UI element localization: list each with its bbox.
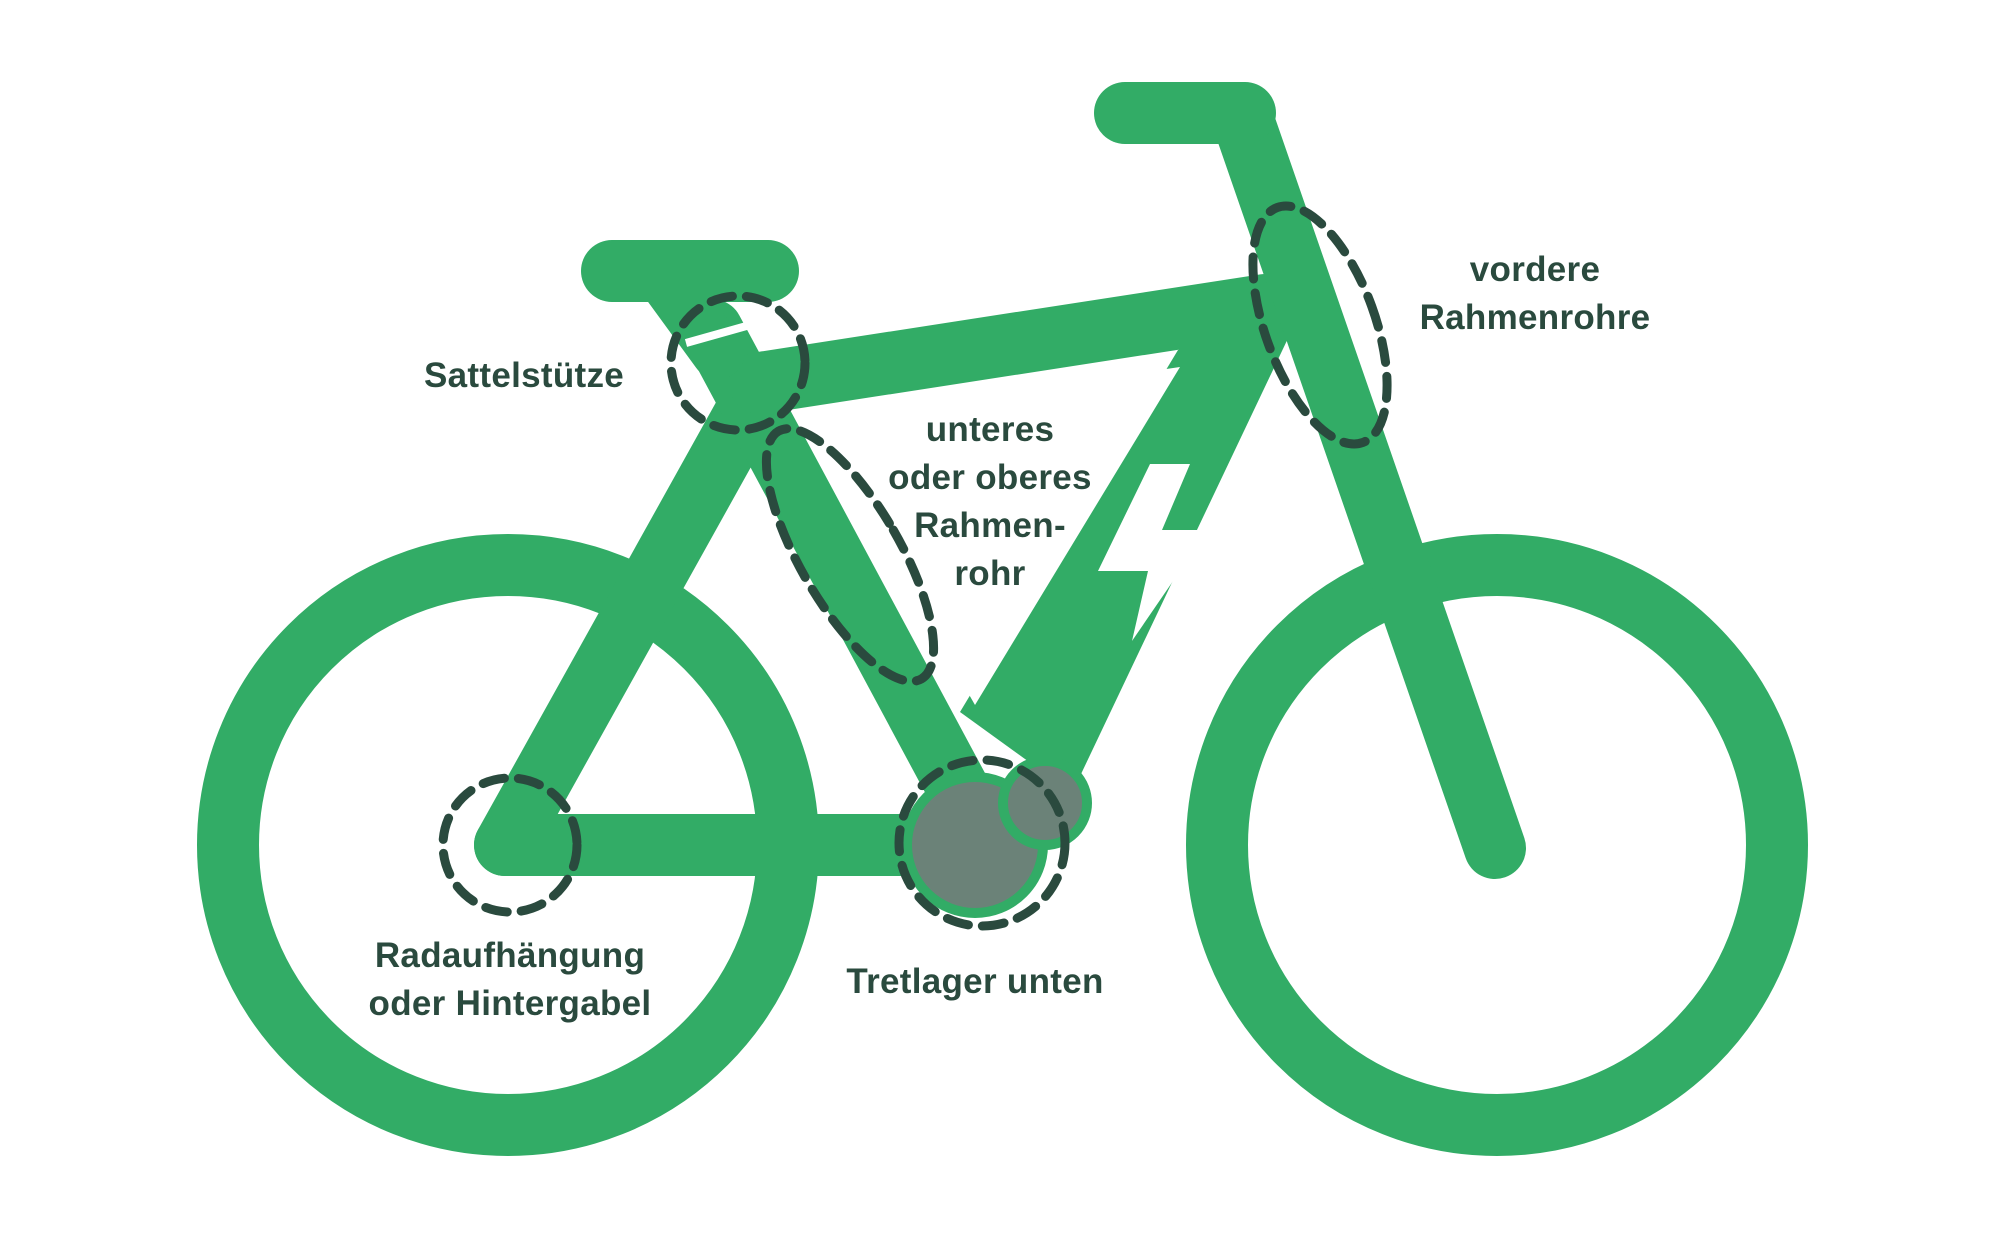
front-tubes-label: vordere Rahmenrohre	[1419, 250, 1651, 337]
front-wheel	[1186, 534, 1808, 1156]
frame-inner-gap	[812, 367, 1180, 705]
seatpost-marker	[666, 291, 810, 435]
top-tube	[729, 274, 1296, 414]
frame-tube-label: unteres oder oberes Rahmen- rohr	[888, 410, 1092, 593]
seatpost-label: Sattelstütze	[424, 356, 625, 395]
bottom-bracket-marker	[894, 755, 1070, 931]
frame-tube-marker	[761, 424, 939, 686]
head-tube-marker	[1248, 201, 1392, 449]
fork	[1212, 89, 1526, 879]
bottom-bracket-label: Tretlager unten	[846, 962, 1104, 1001]
seat-stay	[474, 374, 781, 876]
rear-dropout-marker	[438, 773, 582, 917]
rear-suspension-label: Radaufhängung oder Hintergabel	[368, 936, 652, 1023]
seatpost-clamp	[684, 321, 752, 347]
chainring	[998, 756, 1092, 850]
inspection-markers	[438, 201, 1392, 931]
lightning-bolt-icon	[1098, 464, 1208, 641]
